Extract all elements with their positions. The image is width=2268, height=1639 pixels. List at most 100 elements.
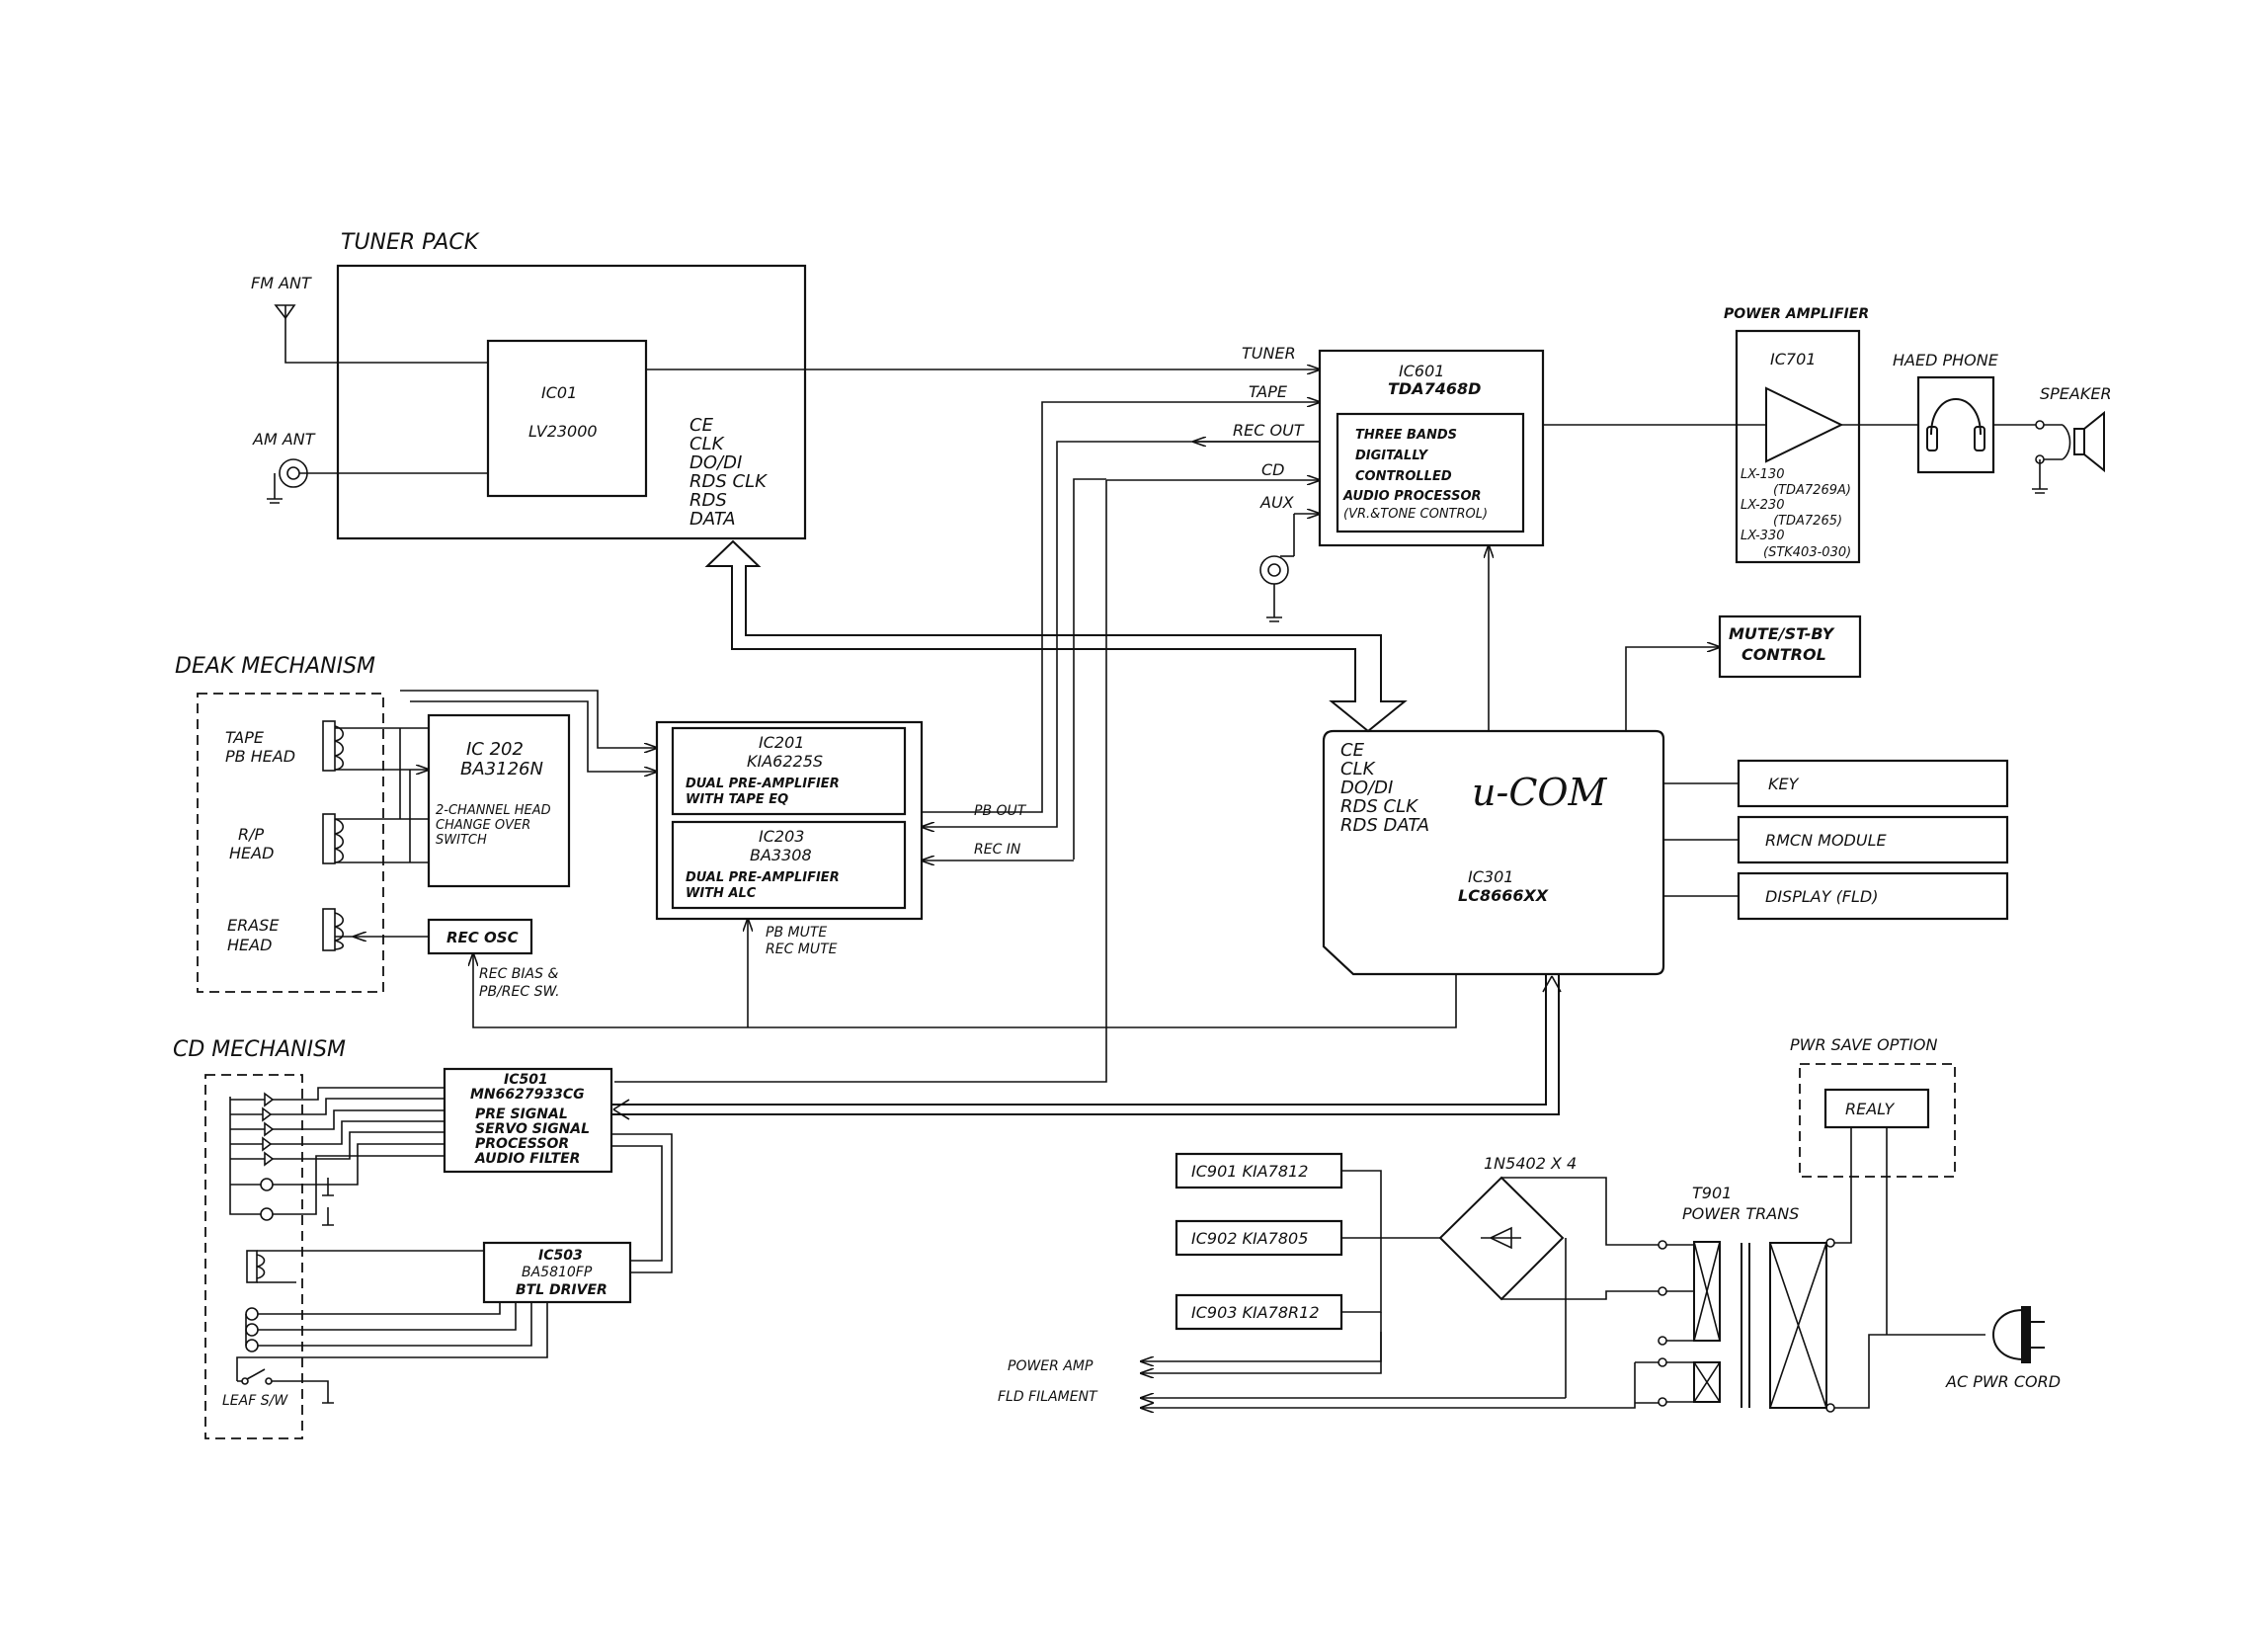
ucom-box [1322, 729, 1665, 976]
tape-pb-head-label-2: PB HEAD [225, 747, 295, 766]
ucom-pin-dodi: DO/DI [1340, 778, 1393, 798]
ic903-label: IC903 KIA78R12 [1191, 1303, 1320, 1322]
relay-box [1823, 1088, 1930, 1129]
power-supply: IC901 KIA7812 IC902 KIA7805 IC903 KIA78R… [998, 1035, 2061, 1413]
pwr-save-frame [1799, 1063, 1956, 1178]
rec-osc-label: REC OSC [446, 929, 519, 946]
ic903-box [1174, 1293, 1343, 1331]
ic601-desc-4: AUDIO PROCESSOR [1342, 489, 1482, 504]
ic501-part: MN6627933CG [470, 1087, 585, 1103]
ucom-pin-rdsclk: RDS CLK [1340, 796, 1418, 817]
ic201-desc-2: WITH TAPE EQ [686, 792, 788, 807]
ic501-box [443, 1067, 613, 1174]
ic501-desc-2: SERVO SIGNAL [475, 1121, 590, 1137]
ic701-var-5: LX-330 [1741, 529, 1784, 543]
ic203-box [671, 820, 907, 910]
pickup-laser-icon [229, 1143, 445, 1226]
ic201-part: KIA6225S [747, 752, 823, 771]
ic701-name: IC701 [1770, 350, 1816, 369]
aux-jack-icon [1259, 514, 1295, 622]
tape-pb-head-label-1: TAPE [225, 728, 265, 747]
input-label-tape: TAPE [1249, 382, 1288, 401]
ic203-desc-2: WITH ALC [686, 886, 757, 901]
ic501-desc-3: PROCESSOR [475, 1136, 569, 1152]
ac-cord-label: AC PWR CORD [1945, 1372, 2061, 1391]
input-label-rec-out: REC OUT [1233, 421, 1305, 440]
ic01-part: LV23000 [528, 422, 598, 441]
rec-osc-box [427, 918, 533, 955]
display-fld-box [1737, 871, 2009, 921]
power-transformer-icon [1658, 1238, 1835, 1413]
bridge-label: 1N5402 X 4 [1484, 1154, 1577, 1173]
headphone-label: HAED PHONE [1893, 351, 1999, 369]
deck-mechanism: DEAK MECHANISM TAPE PB HEAD R/P HEAD ERA… [175, 654, 1027, 1000]
key-box [1737, 759, 2009, 808]
transformer-label-2: POWER TRANS [1682, 1204, 1799, 1223]
ic01-name: IC01 [541, 383, 577, 402]
ic501-desc-4: AUDIO FILTER [474, 1151, 580, 1167]
mute-label-2: CONTROL [1742, 645, 1826, 664]
ic202-desc-2: CHANGE OVER [436, 818, 530, 833]
deck-title: DEAK MECHANISM [175, 654, 375, 679]
ic203-desc-1: DUAL PRE-AMPLIFIER [686, 870, 840, 885]
pb-mute-label-1: PB MUTE [766, 925, 827, 941]
ic202-desc-3: SWITCH [436, 833, 487, 848]
leaf-sw-label: LEAF S/W [222, 1393, 288, 1409]
ic601-desc-2: DIGITALLY [1355, 449, 1429, 463]
deck-frame [197, 693, 384, 993]
headphone-box [1916, 375, 1995, 474]
fm-ant-label: FM ANT [251, 274, 312, 292]
tuner-pack-title: TUNER PACK [341, 230, 480, 255]
rp-head-icon [322, 813, 345, 864]
ac-plug-icon [1992, 1306, 2045, 1363]
pickup-photodiodes-icon [229, 1087, 445, 1168]
key-label: KEY [1768, 775, 1800, 793]
ic701-var-2: (TDA7269A) [1773, 483, 1851, 498]
wiring [335, 369, 2036, 1408]
ucom-ic-name: IC301 [1468, 867, 1513, 886]
headphone-icon [1926, 398, 1985, 451]
ic902-label: IC902 KIA7805 [1191, 1229, 1308, 1248]
pwr-save-title: PWR SAVE OPTION [1790, 1035, 1937, 1054]
mute-label-1: MUTE/ST-BY [1729, 624, 1835, 643]
ic601-desc-1: THREE BANDS [1355, 428, 1457, 443]
cd-title: CD MECHANISM [173, 1037, 346, 1062]
ucom-pin-rdsdata: RDS DATA [1340, 815, 1429, 836]
tuner-pin-ce: CE [689, 415, 714, 436]
power-amp-out-label: POWER AMP [1008, 1358, 1094, 1374]
ic201-desc-1: DUAL PRE-AMPLIFIER [686, 777, 840, 791]
control-bus-arrow [704, 539, 1408, 733]
rec-bias-label-1: REC BIAS & [479, 966, 558, 982]
ic202-box [427, 713, 571, 888]
ic701-var-4: (TDA7265) [1773, 514, 1842, 529]
ic601-desc-5: (VR.&TONE CONTROL) [1343, 507, 1488, 522]
tuner-pins: CE CLK DO/DI RDS CLK RDS DATA [689, 415, 768, 530]
erase-head-label-2: HEAD [227, 936, 272, 954]
ic601-part: TDA7468D [1388, 379, 1481, 398]
ic503-desc: BTL DRIVER [516, 1282, 608, 1298]
ic201-name: IC201 [759, 733, 804, 752]
rec-bias-label-2: PB/REC SW. [479, 984, 560, 1000]
speaker-icon [2032, 410, 2105, 494]
tuner-pin-clk: CLK [689, 434, 725, 454]
ic601-name: IC601 [1399, 362, 1444, 380]
ucom-pins: CE CLK DO/DI RDS CLK RDS DATA [1340, 740, 1429, 836]
ic701-var-6: (STK403-030) [1763, 545, 1851, 560]
ic501-desc-1: PRE SIGNAL [475, 1106, 568, 1122]
tuner-pin-rdsclk: RDS CLK [689, 471, 768, 492]
rp-head-label-2: HEAD [229, 844, 274, 862]
rmcn-module-box [1737, 815, 2009, 864]
speaker-label: SPEAKER [2040, 384, 2112, 403]
ic701-var-3: LX-230 [1741, 498, 1784, 513]
actuator-coil-icon [246, 1250, 484, 1283]
ic901-label: IC901 KIA7812 [1191, 1162, 1308, 1181]
ic203-part: BA3308 [750, 846, 812, 864]
ic902-box [1174, 1219, 1343, 1257]
rmcn-module-label: RMCN MODULE [1765, 831, 1887, 850]
ic701-var-1: LX-130 [1741, 467, 1784, 482]
ic202-part: BA3126N [460, 759, 543, 779]
ucom-pin-ce: CE [1340, 740, 1365, 761]
ic503-box [482, 1241, 632, 1304]
am-antenna-icon [267, 458, 488, 504]
